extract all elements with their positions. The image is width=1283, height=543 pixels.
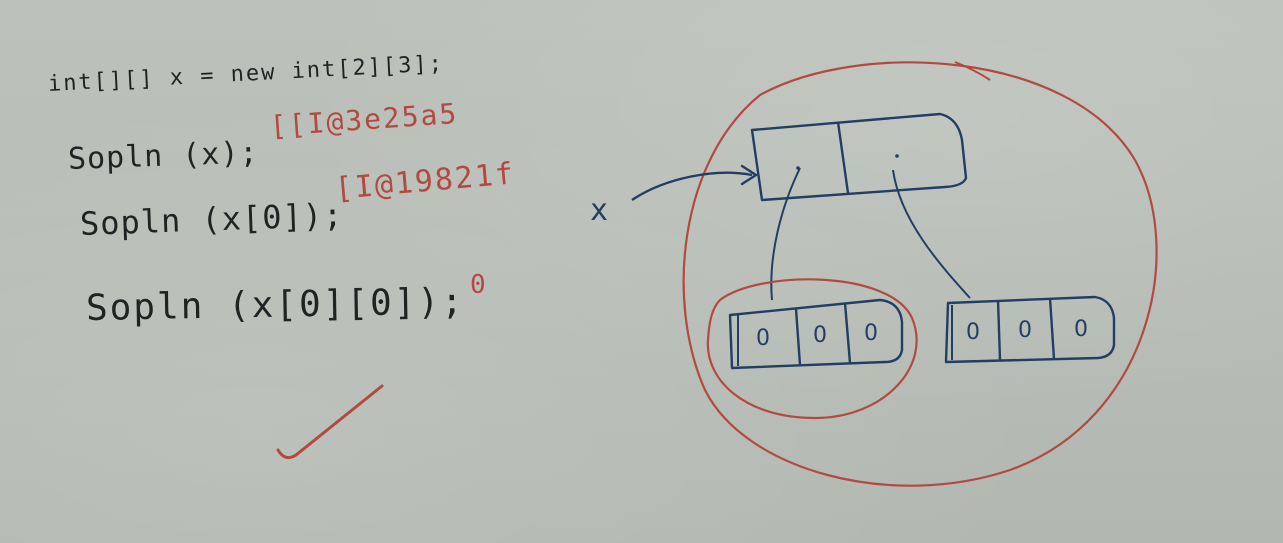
connector-right bbox=[892, 169, 971, 299]
inner-array-1 bbox=[728, 298, 904, 370]
array1-cell-1: 0 bbox=[813, 323, 827, 348]
array1-cell-0: 0 bbox=[756, 326, 770, 351]
array1-cell-2: 0 bbox=[864, 321, 878, 346]
output-print-x00: 0 bbox=[470, 270, 487, 300]
array2-cell-0: 0 bbox=[966, 320, 980, 345]
connector-left bbox=[770, 167, 801, 301]
outer-circle bbox=[682, 61, 1158, 487]
inner-circle bbox=[706, 278, 918, 420]
array2-cell-1: 0 bbox=[1018, 318, 1032, 343]
reference-arrow bbox=[631, 171, 753, 201]
outer-array bbox=[750, 112, 968, 202]
array2-cell-2: 0 bbox=[1074, 317, 1088, 342]
arrow-head-icon bbox=[740, 164, 759, 186]
check-mark-icon bbox=[276, 384, 384, 460]
variable-x-label: x bbox=[590, 193, 610, 228]
inner-array-2 bbox=[944, 295, 1116, 364]
